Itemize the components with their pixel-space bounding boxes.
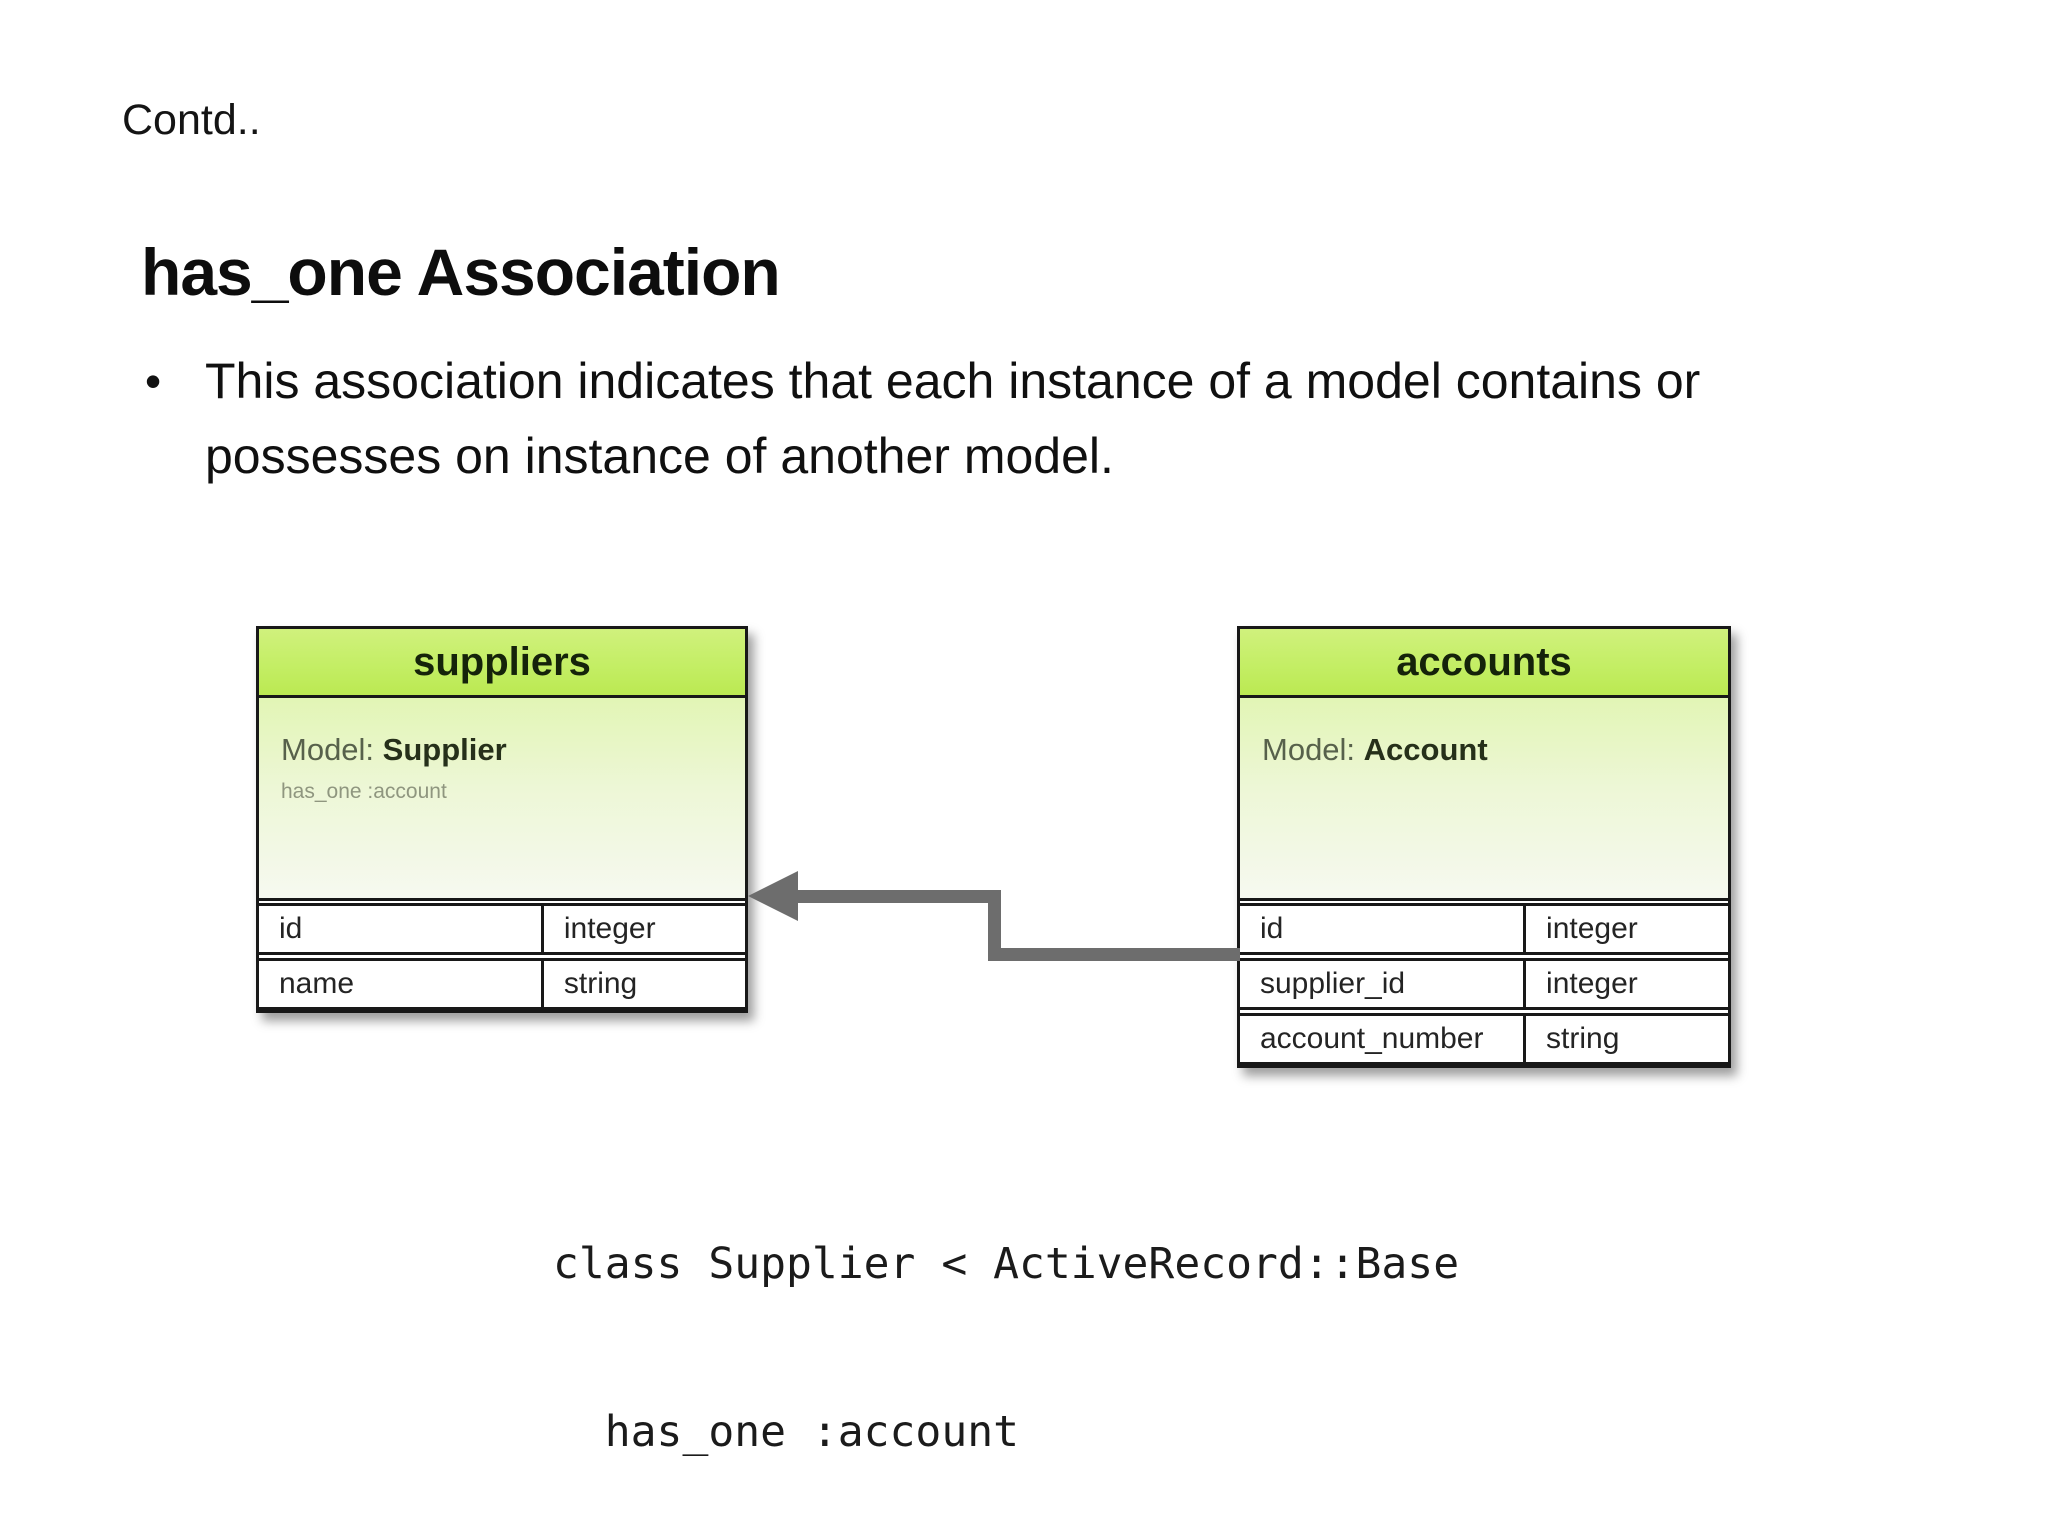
suppliers-model-section: Model: Supplier has_one :account	[259, 698, 745, 901]
model-name: Account	[1363, 732, 1488, 767]
column-name: supplier_id	[1260, 967, 1406, 1000]
bullet-item: • This association indicates that each i…	[145, 344, 1933, 494]
accounts-model-section: Model: Account	[1240, 698, 1728, 901]
column-name: id	[279, 912, 303, 945]
accounts-table: accounts Model: Account id integer suppl…	[1237, 626, 1731, 1068]
association-arrow-head-icon	[748, 871, 798, 921]
column-type: integer	[540, 906, 745, 952]
association-arrow-segment	[794, 890, 1001, 903]
table-row: account_number string	[1240, 1013, 1728, 1065]
table-row: id integer	[259, 903, 745, 955]
association-arrow-segment	[988, 890, 1001, 961]
suppliers-table-title: suppliers	[259, 629, 745, 698]
model-label: Model:	[1262, 732, 1356, 767]
code-line: class Supplier < ActiveRecord::Base	[553, 1239, 1460, 1289]
column-type: string	[540, 961, 745, 1007]
code-line: has_one :account	[553, 1407, 1019, 1457]
contd-label: Contd..	[122, 96, 261, 144]
model-label: Model:	[281, 732, 375, 767]
column-type: integer	[1523, 961, 1728, 1007]
column-name: id	[1260, 912, 1284, 945]
table-row: supplier_id integer	[1240, 958, 1728, 1010]
column-name: name	[279, 967, 355, 1000]
column-type: integer	[1523, 906, 1728, 952]
table-row: id integer	[1240, 903, 1728, 955]
accounts-columns: id integer supplier_id integer account_n…	[1240, 901, 1728, 1065]
association-arrow-segment	[988, 948, 1240, 961]
accounts-table-title: accounts	[1240, 629, 1728, 698]
suppliers-columns: id integer name string	[259, 901, 745, 1010]
suppliers-association-note: has_one :account	[281, 780, 447, 803]
bullet-text: This association indicates that each ins…	[205, 353, 1701, 484]
suppliers-table: suppliers Model: Supplier has_one :accou…	[256, 626, 748, 1013]
table-row: name string	[259, 958, 745, 1010]
model-name: Supplier	[382, 732, 507, 767]
column-type: string	[1523, 1016, 1728, 1062]
accounts-model-line: Model: Account	[1262, 732, 1728, 768]
suppliers-model-line: Model: Supplier	[281, 732, 745, 768]
page-title: has_one Association	[141, 235, 781, 309]
code-snippet: class Supplier < ActiveRecord::Base has_…	[553, 1124, 1459, 1536]
bullet-marker: •	[145, 355, 162, 407]
column-name: account_number	[1260, 1022, 1484, 1055]
